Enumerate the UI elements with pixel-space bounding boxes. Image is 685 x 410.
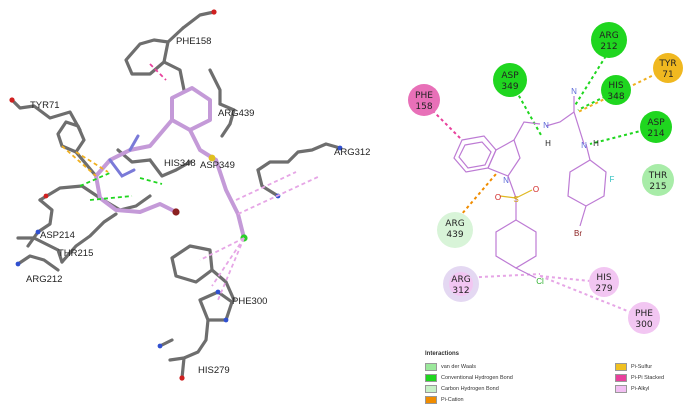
label-thr215: THR215 bbox=[58, 248, 93, 259]
ligand-sulfur bbox=[208, 154, 216, 162]
legend-item-pi-cation: Pi-Cation bbox=[425, 396, 464, 404]
atom-n-hydrazone: N bbox=[543, 121, 549, 130]
svg-text:PHE: PHE bbox=[635, 309, 653, 319]
svg-text:212: 212 bbox=[600, 42, 617, 52]
ligand-nitrogens bbox=[108, 134, 140, 178]
atom-br: Br bbox=[574, 229, 582, 238]
atom-s: S bbox=[513, 195, 518, 204]
residue-arg212: ARG 212 bbox=[591, 22, 627, 58]
atom-o2: O bbox=[533, 185, 539, 194]
label-arg312: ARG312 bbox=[334, 147, 370, 158]
legend-swatch bbox=[425, 385, 437, 393]
residue-phe300: PHE 300 bbox=[628, 302, 660, 334]
residue-arg312: ARG 312 bbox=[443, 266, 479, 302]
svg-text:ASP: ASP bbox=[501, 71, 519, 81]
protein-sticks bbox=[10, 10, 342, 380]
svg-text:215: 215 bbox=[649, 182, 666, 192]
heteroatom-accents bbox=[9, 9, 343, 381]
svg-text:ARG: ARG bbox=[451, 275, 470, 285]
legend-swatch bbox=[615, 385, 627, 393]
ligand-bromine bbox=[172, 208, 180, 216]
label-phe300: PHE300 bbox=[232, 296, 267, 307]
svg-text:214: 214 bbox=[647, 129, 664, 139]
interaction-legend: Interactions van der Waals Conventional … bbox=[425, 351, 680, 409]
svg-text:158: 158 bbox=[415, 102, 432, 112]
svg-text:HIS: HIS bbox=[596, 273, 611, 283]
svg-text:279: 279 bbox=[595, 284, 612, 294]
residue-asp349: ASP 349 bbox=[493, 63, 527, 97]
label-his348: HIS348 bbox=[164, 158, 196, 169]
legend-label: van der Waals bbox=[441, 364, 476, 370]
atom-cl: Cl bbox=[536, 277, 544, 286]
residue-arg439: ARG 439 bbox=[437, 212, 473, 248]
atom-o1: O bbox=[495, 193, 501, 202]
svg-text:PHE: PHE bbox=[415, 91, 433, 101]
atom-f: F bbox=[610, 175, 615, 184]
label-asp214: ASP214 bbox=[40, 230, 75, 241]
legend-item-carbon-hydrogen-bond: Carbon Hydrogen Bond bbox=[425, 385, 499, 393]
svg-text:71: 71 bbox=[662, 70, 673, 80]
legend-label: Pi-Alkyl bbox=[631, 386, 650, 392]
interaction-lines-3d bbox=[61, 63, 321, 301]
legend-swatch bbox=[615, 374, 627, 382]
svg-text:300: 300 bbox=[635, 320, 652, 330]
label-phe158: PHE158 bbox=[176, 36, 211, 47]
legend-label: Pi-Sulfur bbox=[631, 364, 653, 370]
legend-item-conventional-hydrogen-bond: Conventional Hydrogen Bond bbox=[425, 374, 513, 382]
residue-phe158: PHE 158 bbox=[408, 84, 440, 116]
atom-n-guanidine: N bbox=[571, 87, 577, 96]
atom-n-indole: N bbox=[503, 176, 509, 185]
residue-thr215: THR 215 bbox=[642, 164, 674, 196]
svg-text:439: 439 bbox=[446, 230, 463, 240]
legend-item-van-der-waals: van der Waals bbox=[425, 363, 476, 371]
legend-swatch bbox=[425, 396, 437, 404]
svg-text:TYR: TYR bbox=[658, 59, 676, 69]
label-tyr71: TYR71 bbox=[30, 100, 60, 111]
residue-his279: HIS 279 bbox=[589, 267, 619, 297]
legend-item-pi-pi-stacked: Pi-Pi Stacked bbox=[615, 374, 664, 382]
legend-label: Carbon Hydrogen Bond bbox=[441, 386, 499, 392]
label-asp349: ASP349 bbox=[200, 160, 235, 171]
svg-text:348: 348 bbox=[607, 92, 624, 102]
legend-label: Pi-Pi Stacked bbox=[631, 375, 665, 381]
legend-label: Conventional Hydrogen Bond bbox=[441, 375, 513, 381]
residue-asp214: ASP 214 bbox=[640, 111, 672, 143]
legend-label: Pi-Cation bbox=[441, 397, 464, 403]
atom-h-amine: H bbox=[593, 139, 599, 148]
legend-swatch bbox=[615, 363, 627, 371]
legend-item-pi-alkyl: Pi-Alkyl bbox=[615, 385, 649, 393]
interaction-2d-diagram: N N N N H H S O O Cl Br F ARG 212 TYR 71… bbox=[408, 22, 683, 334]
label-his279: HIS279 bbox=[198, 365, 230, 376]
atom-n-amine: N bbox=[581, 141, 587, 150]
ligand-skeleton bbox=[453, 96, 607, 279]
label-arg439: ARG439 bbox=[218, 108, 254, 119]
legend-item-pi-sulfur: Pi-Sulfur bbox=[615, 363, 652, 371]
residue-discs: ARG 212 TYR 71 ASP 349 HIS 348 PHE 1 bbox=[408, 22, 683, 334]
label-arg212: ARG212 bbox=[26, 274, 62, 285]
legend-swatch bbox=[425, 374, 437, 382]
atom-h-hydrazone: H bbox=[545, 139, 551, 148]
docking-3d-view: PHE158 TYR71 ARG439 HIS348 ASP349 ARG312… bbox=[9, 9, 370, 381]
sulfonyl-bonds bbox=[499, 189, 533, 199]
residue-tyr71: TYR 71 bbox=[653, 53, 683, 83]
legend-swatch bbox=[425, 363, 437, 371]
svg-text:THR: THR bbox=[648, 171, 668, 181]
svg-text:ARG: ARG bbox=[445, 219, 464, 229]
svg-text:312: 312 bbox=[452, 286, 469, 296]
svg-text:ARG: ARG bbox=[599, 31, 618, 41]
svg-text:ASP: ASP bbox=[647, 118, 665, 128]
residue-his348: HIS 348 bbox=[601, 75, 631, 105]
svg-text:349: 349 bbox=[501, 82, 518, 92]
legend-title: Interactions bbox=[425, 351, 460, 357]
svg-text:HIS: HIS bbox=[608, 81, 623, 91]
